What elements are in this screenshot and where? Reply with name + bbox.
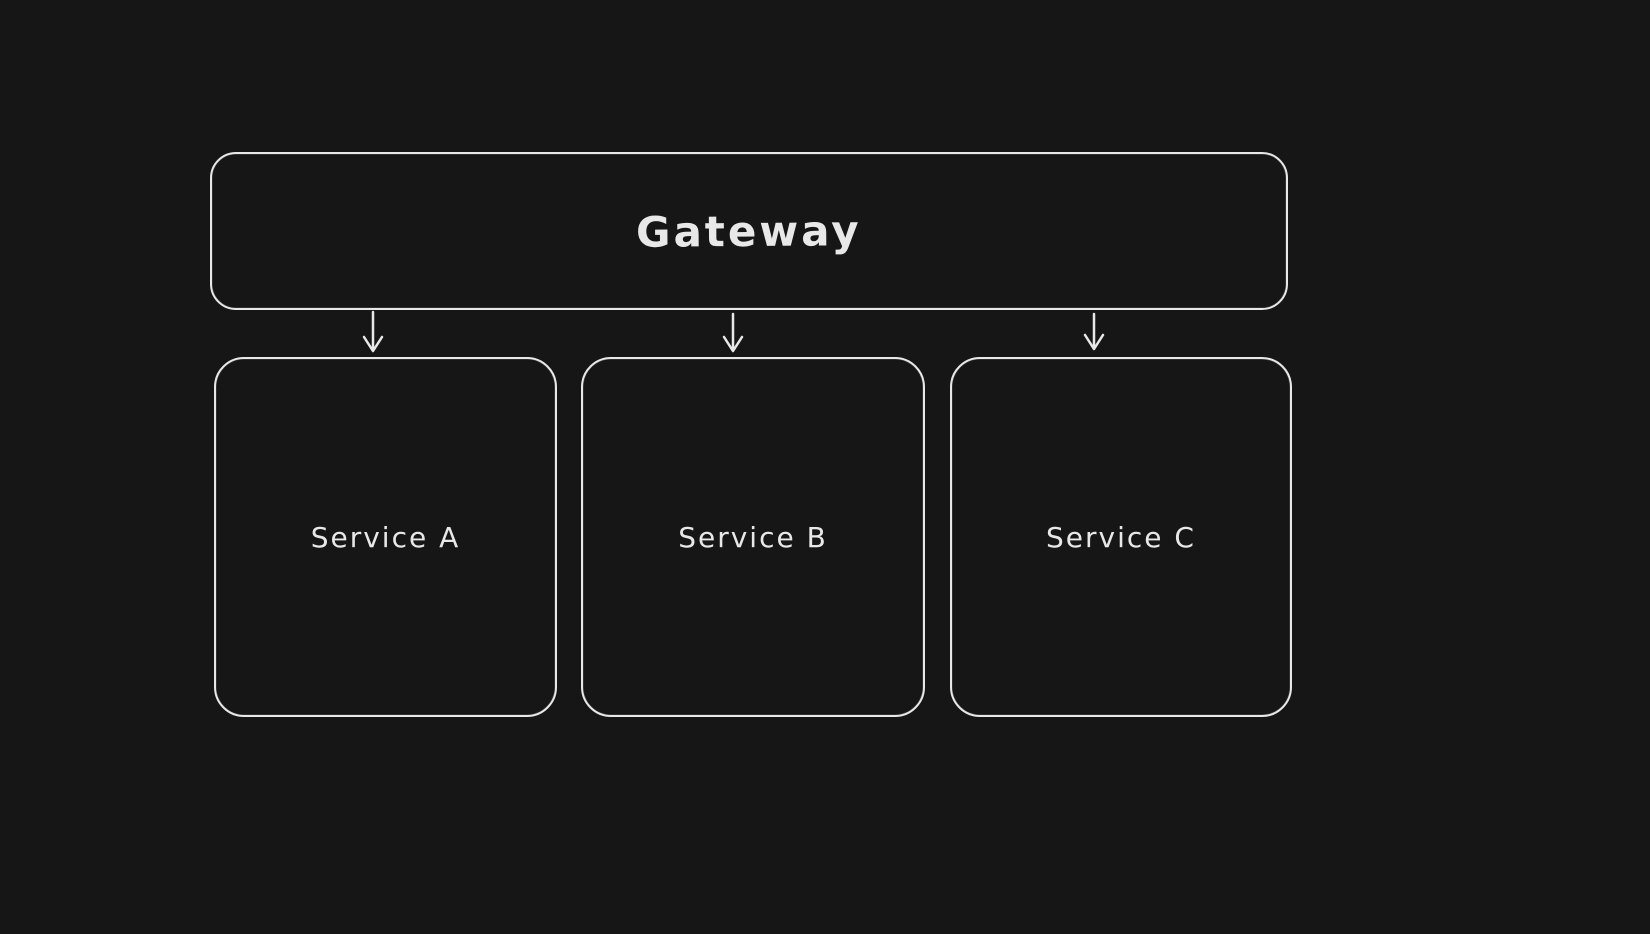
node-service-b[interactable]: Service B [581, 357, 925, 717]
node-service-c[interactable]: Service C [950, 357, 1292, 717]
node-gateway[interactable]: Gateway [210, 152, 1288, 310]
arrow-gateway-to-service-b [722, 312, 744, 353]
arrow-gateway-to-service-a [362, 310, 384, 353]
node-service-a-label: Service A [310, 520, 461, 554]
node-service-c-label: Service C [1046, 520, 1196, 554]
node-service-a[interactable]: Service A [214, 357, 557, 717]
arrow-gateway-to-service-c [1083, 312, 1105, 351]
node-service-b-label: Service B [678, 520, 828, 554]
node-gateway-label: Gateway [636, 205, 862, 257]
